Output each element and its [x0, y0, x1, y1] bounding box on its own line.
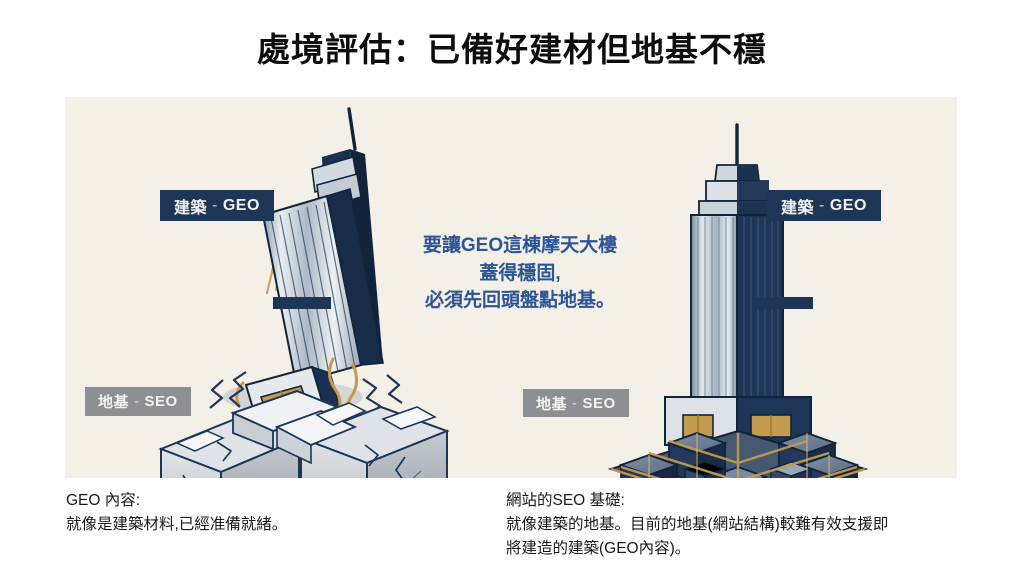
page-title: 處境評估：已備好建材但地基不穩	[257, 31, 767, 68]
right-scene-stable-tower	[607, 123, 869, 478]
label-right-foundation-text: 地基	[536, 395, 568, 413]
illustration-artwork	[158, 107, 869, 478]
label-left-foundation-text: 地基	[98, 394, 130, 411]
label-right-foundation-value: SEO	[582, 394, 616, 412]
center-annotation-line-2: 蓋得穩固,	[479, 262, 561, 284]
label-left-building-geo: 建築 - GEO	[160, 190, 274, 221]
label-left-foundation-seo: 地基 - SEO	[85, 387, 191, 416]
center-annotation-line-1: 要讓GEO這棟摩天大樓	[422, 235, 618, 256]
label-right-foundation-separator: -	[572, 394, 578, 412]
center-annotation: 要讓GEO這棟摩天大樓 蓋得穩固, 必須先回頭盤點地基。	[382, 232, 658, 315]
label-right-foundation-seo: 地基 - SEO	[523, 389, 629, 417]
callout-connector-left-building	[273, 297, 331, 309]
label-right-building-geo: 建築 - GEO	[767, 190, 881, 221]
label-right-building-separator: -	[819, 196, 825, 214]
label-right-building-value: GEO	[829, 196, 867, 214]
caption-left-body-line-1: 就像是建築材料,已經准備就緒。	[66, 516, 288, 534]
label-left-building-value: GEO	[222, 196, 260, 214]
label-right-building-text: 建築	[781, 199, 815, 217]
label-left-foundation-value: SEO	[144, 393, 178, 410]
caption-right-body-line-2: 將建造的建築(GEO內容)。	[506, 540, 691, 558]
label-left-building-text: 建築	[174, 199, 208, 217]
callout-connector-right-building	[757, 297, 813, 309]
caption-left: GEO 內容: 就像是建築材料,已經准備就緒。	[66, 489, 486, 537]
caption-right-body-line-1: 就像建築的地基。目前的地基(網站結構)較難有效支援即	[506, 516, 889, 534]
caption-left-heading: GEO 內容:	[66, 492, 141, 509]
label-left-building-separator: -	[212, 196, 218, 214]
caption-right-heading: 網站的SEO 基礎:	[506, 492, 625, 509]
caption-right: 網站的SEO 基礎: 就像建築的地基。目前的地基(網站結構)較難有效支援即 將建…	[506, 489, 976, 561]
illustration-panel	[65, 97, 957, 478]
center-annotation-line-3: 必須先回頭盤點地基。	[424, 290, 615, 312]
left-scene-tilting-tower	[158, 107, 450, 478]
label-left-foundation-separator: -	[134, 393, 140, 410]
